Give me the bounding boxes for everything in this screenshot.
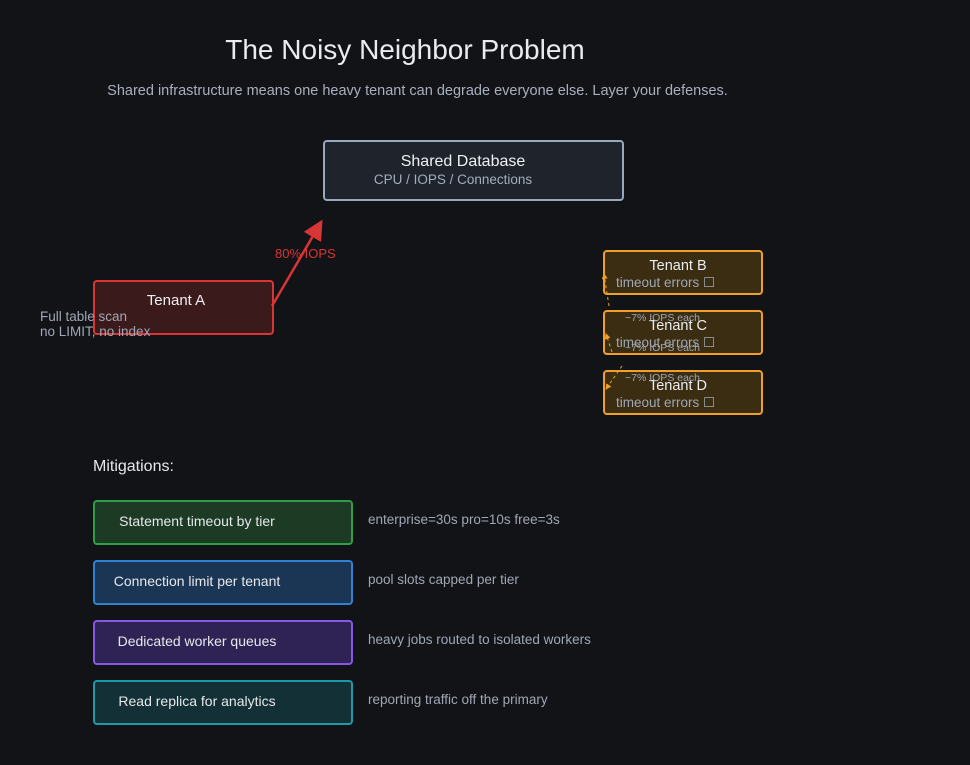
- mitigation-replica-box: [93, 680, 353, 725]
- tenant-b-box: [603, 250, 763, 295]
- tenant-c-iops-label: ~7% IOPS each: [625, 342, 701, 354]
- mitigation-workers-box: [93, 620, 353, 665]
- tenant-a-iops-label: 80% IOPS: [275, 246, 336, 261]
- tenant-d-title: Tenant D: [648, 378, 708, 394]
- tenant-a-box: [93, 280, 274, 335]
- tenant-d-status: timeout errors ☐: [616, 395, 716, 410]
- tenant-d-box: [603, 370, 763, 415]
- mitigation-workers-label: Dedicated worker queues: [117, 633, 277, 649]
- mitigation-connections-label: Connection limit per tenant: [113, 573, 281, 589]
- tenant-a-note: Full table scan no LIMIT, no index: [40, 309, 150, 339]
- mitigation-connections-box: [93, 560, 353, 605]
- tenant-a-to-database-arrow: [270, 219, 323, 307]
- shared-database-box: [323, 140, 624, 201]
- shared-database-title: Shared Database: [400, 153, 526, 170]
- mitigation-timeout-label: Statement timeout by tier: [119, 513, 275, 529]
- mitigation-workers-description: heavy jobs routed to isolated workers: [368, 632, 591, 647]
- mitigations-heading: Mitigations:: [93, 458, 174, 475]
- diagram-title: The Noisy Neighbor Problem: [225, 34, 585, 65]
- tenant-c-status: timeout errors ☐: [616, 335, 716, 350]
- tenant-d-arrow: [605, 365, 623, 390]
- mitigation-replica-description: reporting traffic off the primary: [368, 692, 548, 707]
- tenant-a-title: Tenant A: [146, 292, 206, 309]
- tenant-b-iops-label: ~7% IOPS each: [625, 312, 701, 324]
- tenant-b-status: timeout errors ☐: [616, 275, 716, 290]
- tenant-b-arrow: [601, 273, 610, 307]
- tenant-c-arrow: [604, 333, 613, 353]
- tenant-c-title: Tenant C: [648, 318, 708, 334]
- tenant-b-title: Tenant B: [649, 258, 707, 274]
- tenant-c-box: [603, 310, 763, 355]
- mitigation-timeout-description: enterprise=30s pro=10s free=3s: [368, 512, 560, 527]
- tenant-d-iops-label: ~7% IOPS each: [625, 372, 701, 384]
- mitigation-timeout-box: [93, 500, 353, 545]
- shared-database-subtitle: CPU / IOPS / Connections: [373, 172, 533, 187]
- tenant-a-note-line2: no LIMIT, no index: [40, 324, 151, 339]
- diagram-subtitle: Shared infrastructure means one heavy te…: [107, 83, 728, 99]
- tenant-a-note-line1: Full table scan: [40, 309, 128, 324]
- mitigation-replica-label: Read replica for analytics: [118, 693, 276, 709]
- mitigation-connections-description: pool slots capped per tier: [368, 572, 519, 587]
